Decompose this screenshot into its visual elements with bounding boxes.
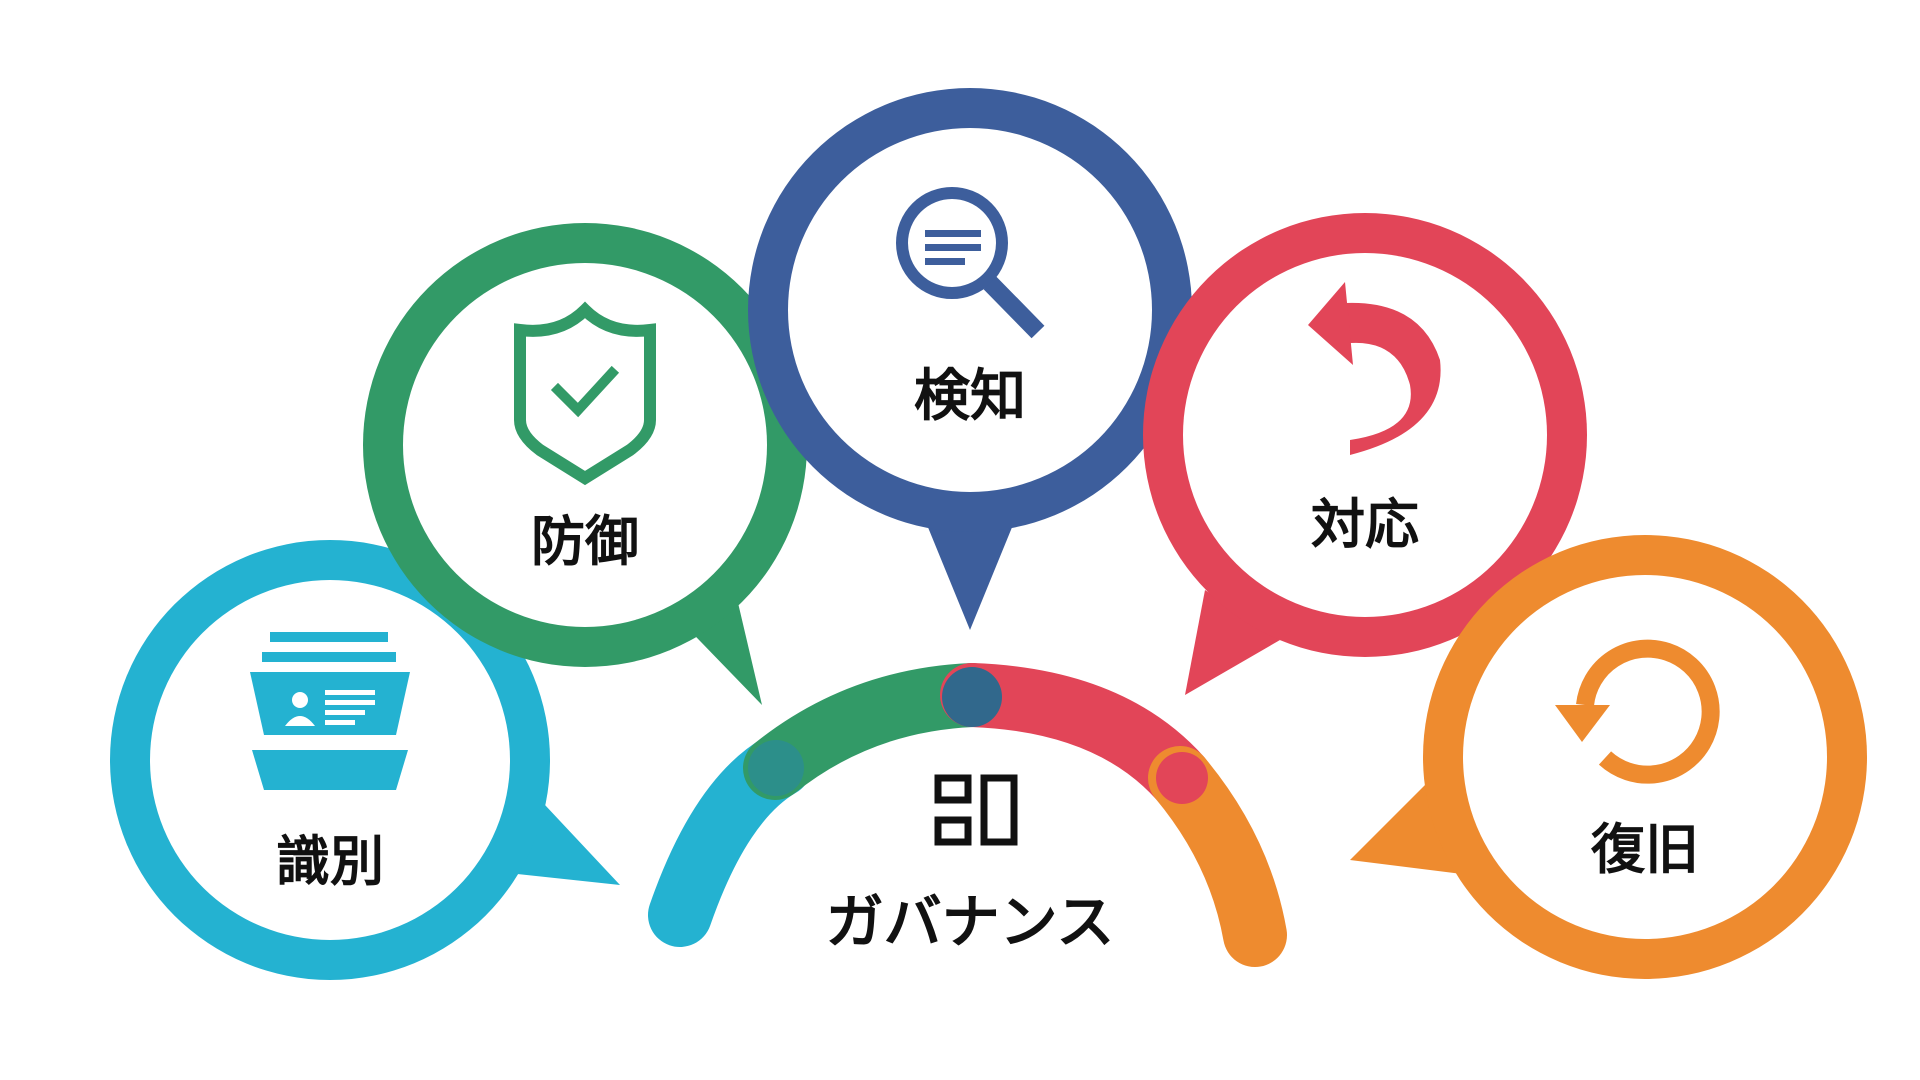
bubble-inner [1183, 253, 1547, 617]
arc-joint-1 [748, 740, 804, 796]
magnifier-icon [896, 187, 1045, 339]
bubble-inner [1463, 575, 1827, 939]
bubble-inner [403, 263, 767, 627]
arc-joint-3 [1156, 752, 1208, 804]
bubble-pointer [925, 520, 1015, 630]
center-label-governance: ガバナンス [826, 888, 1115, 956]
bubble-recover: 復旧 [1350, 535, 1867, 979]
id-card-stack-icon [250, 632, 410, 790]
bubble-label-detect: 検知 [914, 364, 1026, 429]
bubble-pointer [1185, 590, 1280, 695]
shield-check-icon [514, 301, 656, 486]
undo-arrow-icon [1308, 282, 1441, 455]
org-chart-icon [934, 774, 1018, 846]
bubble-label-identify: 識別 [276, 830, 384, 893]
arc-segment-respond [940, 663, 1212, 810]
arc-joint-2 [942, 667, 1002, 727]
bubble-inner [788, 128, 1152, 492]
bubble-identify: 識別 [110, 540, 620, 980]
governance-arc [648, 663, 1287, 967]
bubble-label-respond: 対応 [1311, 493, 1419, 556]
refresh-arrow-icon [1555, 639, 1720, 784]
bubble-label-recover: 復旧 [1590, 818, 1699, 881]
bubble-protect: 防御 [363, 223, 807, 705]
bubble-label-protect: 防御 [531, 510, 639, 573]
bubble-detect: 検知 [748, 88, 1192, 630]
bubble-respond: 対応 [1143, 213, 1587, 695]
